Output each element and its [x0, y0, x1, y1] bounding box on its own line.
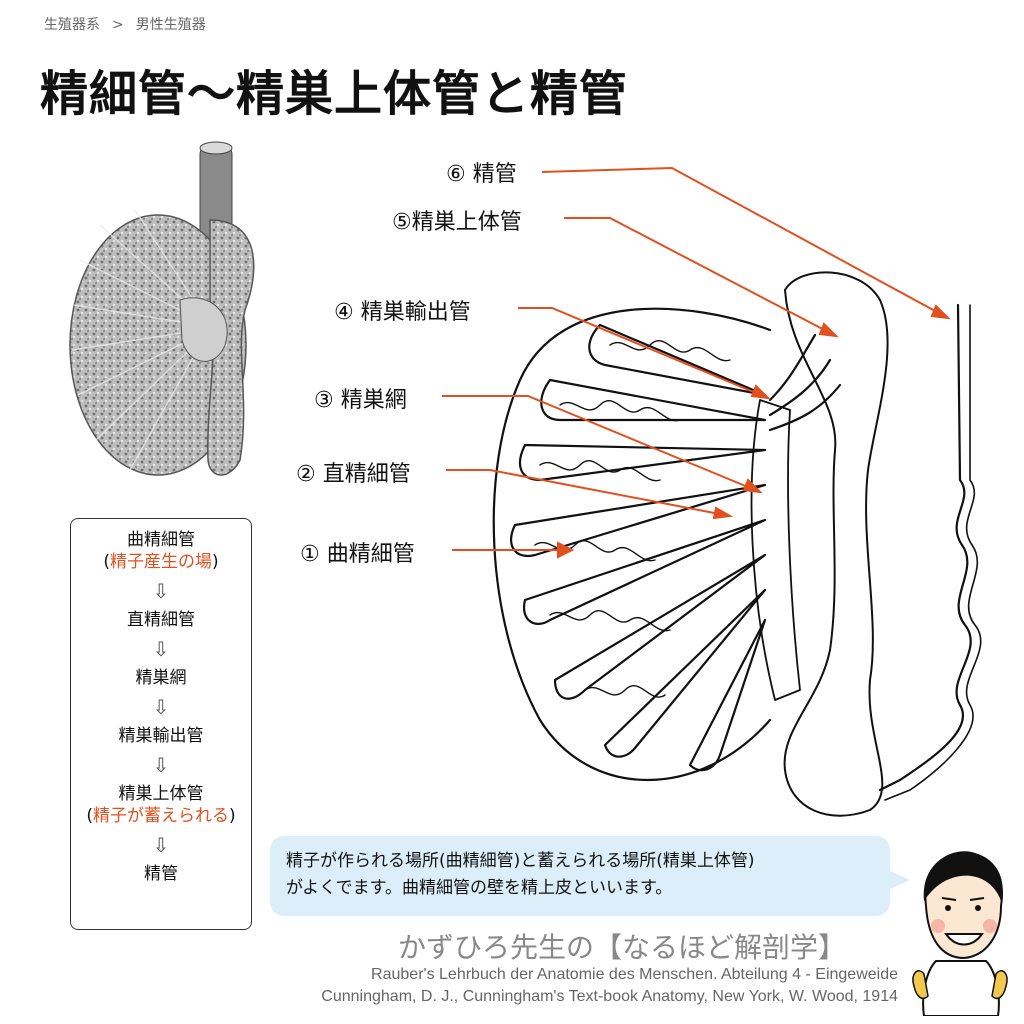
testis-outline — [492, 307, 772, 782]
seminiferous-tubule — [539, 460, 661, 482]
arrowhead-2 — [712, 506, 734, 520]
lobule — [588, 323, 767, 397]
leader-line-4 — [518, 307, 769, 399]
breadcrumb: 生殖器系 > 男性生殖器 — [44, 14, 206, 34]
lobule — [688, 618, 767, 772]
label-epididymal-duct: ⑤精巣上体管 — [392, 210, 522, 235]
flow-step-4: 精巣輸出管 — [118, 726, 204, 746]
leader-line-2 — [446, 469, 731, 517]
flow-note-5: (精子が蓄えられる) — [86, 806, 236, 826]
label-vas-deferens: ⑥ 精管 — [446, 162, 517, 187]
bubble-tail — [888, 870, 910, 890]
flow-arrow-icon: ⇩ — [152, 637, 170, 661]
bubble-line-1: 精子が作られる場所(曲精細管)と蓄えられる場所(精巣上体管) — [286, 851, 755, 871]
testis-illustration — [69, 141, 255, 476]
label-rete-testis: ③ 精巣網 — [314, 388, 407, 413]
avatar — [912, 851, 1008, 1016]
efferent-duct — [768, 383, 842, 432]
label-convoluted-tubule: ① 曲精細管 — [300, 542, 415, 567]
leader-line-5 — [564, 217, 837, 337]
efferent-duct — [768, 358, 832, 417]
flow-step-6: 精管 — [144, 864, 178, 884]
seminiferous-tubule — [584, 685, 666, 698]
arrowhead-6 — [930, 304, 951, 320]
seminiferous-tubule — [609, 340, 731, 362]
flow-chart: 曲精細管 (精子産生の場) ⇩ 直精細管 ⇩ 精巣網 ⇩ 精巣輸出管 ⇩ 精巣上… — [70, 518, 252, 930]
page-title: 精細管〜精巣上体管と精管 — [40, 66, 629, 122]
seminiferous-duct-diagram — [442, 166, 982, 817]
credit-line-1: Rauber's Lehrbuch der Anatomie des Mensc… — [371, 966, 898, 983]
rete-testis — [750, 399, 801, 701]
speech-bubble: 精子が作られる場所(曲精細管)と蓄えられる場所(精巣上体管) がよくでます。曲精… — [270, 836, 890, 916]
breadcrumb-current[interactable]: 男性生殖器 — [135, 17, 206, 33]
seminiferous-tubule — [549, 610, 671, 632]
vas-deferens — [884, 304, 982, 801]
flow-step-2: 直精細管 — [127, 610, 195, 630]
lobule — [603, 588, 767, 758]
flow-step-5: 精巣上体管 — [118, 784, 204, 804]
seminiferous-tubule — [559, 400, 681, 422]
breadcrumb-separator: > — [112, 17, 124, 33]
lobule — [540, 378, 767, 422]
bubble-line-2: がよくでます。曲精細管の壁を精上皮といいます。 — [286, 878, 673, 898]
label-efferent-ducts: ④ 精巣輸出管 — [334, 300, 471, 325]
flow-arrow-icon: ⇩ — [152, 695, 170, 719]
arrowhead-5 — [818, 322, 839, 338]
arrowhead-4 — [750, 384, 771, 400]
label-straight-tubule: ② 直精細管 — [296, 462, 411, 487]
arrowhead-1 — [557, 541, 575, 559]
flow-arrow-icon: ⇩ — [152, 753, 170, 777]
lobule — [509, 483, 767, 558]
flow-note-1: (精子産生の場) — [103, 552, 219, 572]
flow-step-1: 曲精細管 — [127, 530, 195, 550]
leader-line-3 — [442, 395, 761, 493]
leader-line-6 — [541, 166, 949, 319]
flow-arrow-icon: ⇩ — [152, 579, 170, 603]
efferent-duct — [768, 333, 817, 402]
lobule — [522, 518, 767, 625]
vas-deferens — [878, 303, 972, 792]
epididymis — [783, 271, 889, 817]
arrowhead-3 — [742, 478, 763, 494]
flow-step-3: 精巣網 — [135, 668, 187, 688]
credit-line-2: Cunningham, D. J., Cunningham's Text-boo… — [321, 988, 898, 1005]
flow-arrow-icon: ⇩ — [152, 833, 170, 857]
site-brand[interactable]: かずひろ先生の【なるほど解剖学】 — [398, 931, 847, 964]
breadcrumb-parent[interactable]: 生殖器系 — [44, 17, 100, 33]
seminiferous-tubule — [534, 540, 656, 562]
